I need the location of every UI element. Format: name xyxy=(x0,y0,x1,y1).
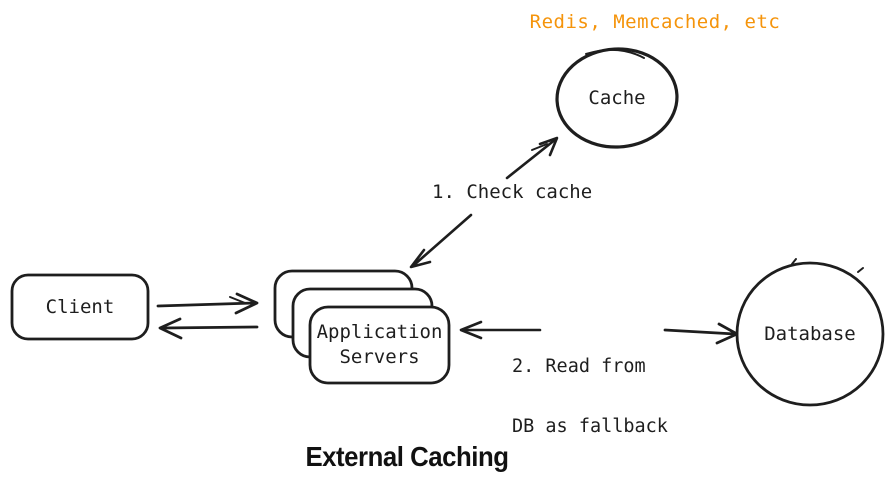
read-fallback-label-line2: DB as fallback xyxy=(512,416,668,437)
app-servers-label-line1: Application xyxy=(316,321,443,343)
cache-to-app-arrow xyxy=(409,213,473,269)
client-node-shape xyxy=(10,273,150,341)
sketch-tick-strokes xyxy=(791,258,864,273)
client-node-label: Client xyxy=(45,296,115,318)
cache-tech-annotation: Redis, Memcached, etc xyxy=(529,11,781,33)
cache-node-label: Cache xyxy=(588,87,646,109)
label-to-db-arrow xyxy=(663,322,739,345)
sketch-overlap-stroke xyxy=(585,48,645,59)
app-servers-node-label: Application Servers xyxy=(310,307,449,383)
check-cache-edge-label: 1. Check cache xyxy=(432,181,593,203)
label-to-app-arrow xyxy=(459,320,542,340)
app-servers-label-line2: Servers xyxy=(339,346,420,368)
read-fallback-label-line1: 2. Read from xyxy=(512,356,646,377)
cache-node-shape xyxy=(555,47,679,149)
read-fallback-edge-label: 2. Read from DB as fallback xyxy=(512,317,668,477)
app-servers-stack-shape xyxy=(273,269,451,385)
diagram-title: External Caching xyxy=(305,441,509,472)
client-to-app-arrow xyxy=(156,292,259,315)
database-node-label: Database xyxy=(764,323,856,345)
app-to-client-arrow xyxy=(158,317,259,340)
app-to-cache-arrow xyxy=(505,136,559,180)
